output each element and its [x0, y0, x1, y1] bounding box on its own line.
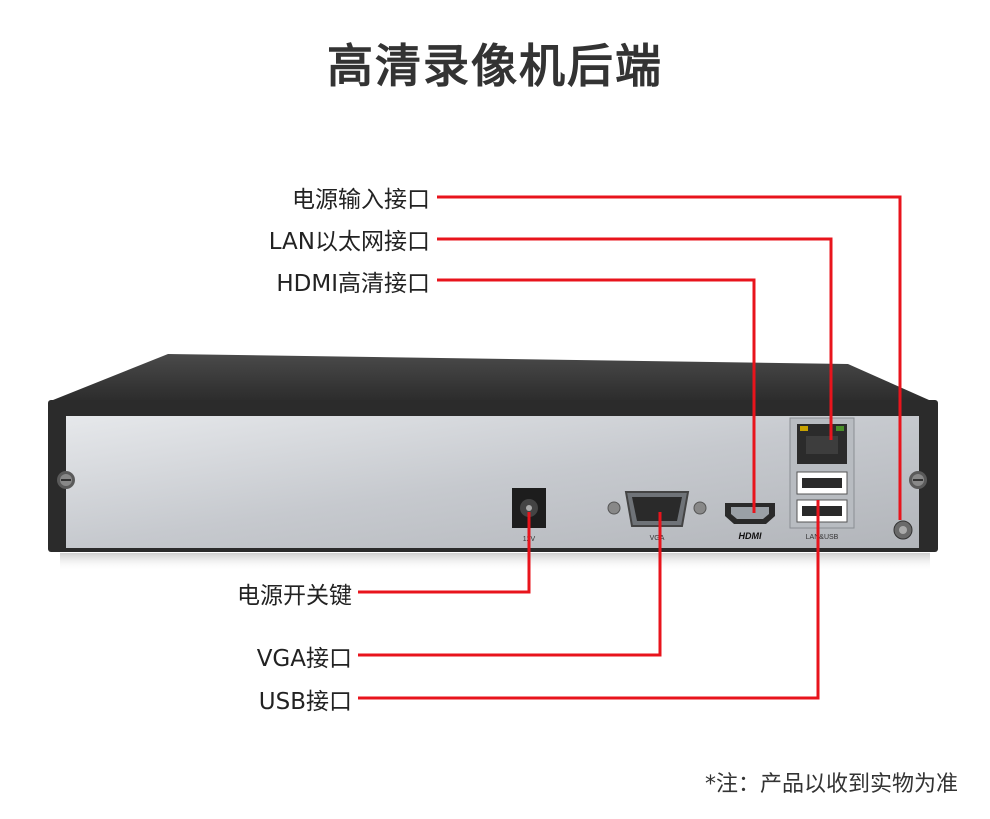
lanusb-port-label: LAN&USB — [806, 534, 839, 541]
callout-vga: VGA接口 — [256, 646, 352, 672]
hdmi-port-label: HDMI — [739, 531, 762, 541]
callout-usb: USB接口 — [258, 689, 352, 715]
callout-lan: LAN以太网接口 — [268, 229, 430, 255]
vga-port-label: VGA — [650, 535, 665, 542]
callout-power-switch: 电源开关键 — [237, 583, 352, 609]
leader-usb — [358, 500, 820, 700]
chassis-top — [48, 354, 938, 404]
vga-port — [607, 491, 707, 527]
leader-lan — [437, 237, 833, 440]
disclaimer-note: *注：产品以收到实物为准 — [704, 772, 958, 797]
leader-power-input — [437, 195, 902, 520]
hdmi-port — [725, 503, 775, 524]
ground-post — [893, 520, 913, 540]
callout-power-input: 电源输入接口 — [292, 187, 430, 213]
screw-left — [57, 471, 75, 489]
rear-panel — [66, 416, 919, 548]
lan-usb-block — [789, 417, 855, 529]
leader-hdmi — [437, 278, 756, 513]
shadow — [60, 553, 930, 571]
leader-vga — [358, 512, 662, 657]
page-title: 高清录像机后端 — [327, 39, 663, 93]
callout-hdmi: HDMI高清接口 — [276, 271, 430, 297]
leader-power-switch — [358, 512, 531, 594]
screw-right — [909, 471, 927, 489]
